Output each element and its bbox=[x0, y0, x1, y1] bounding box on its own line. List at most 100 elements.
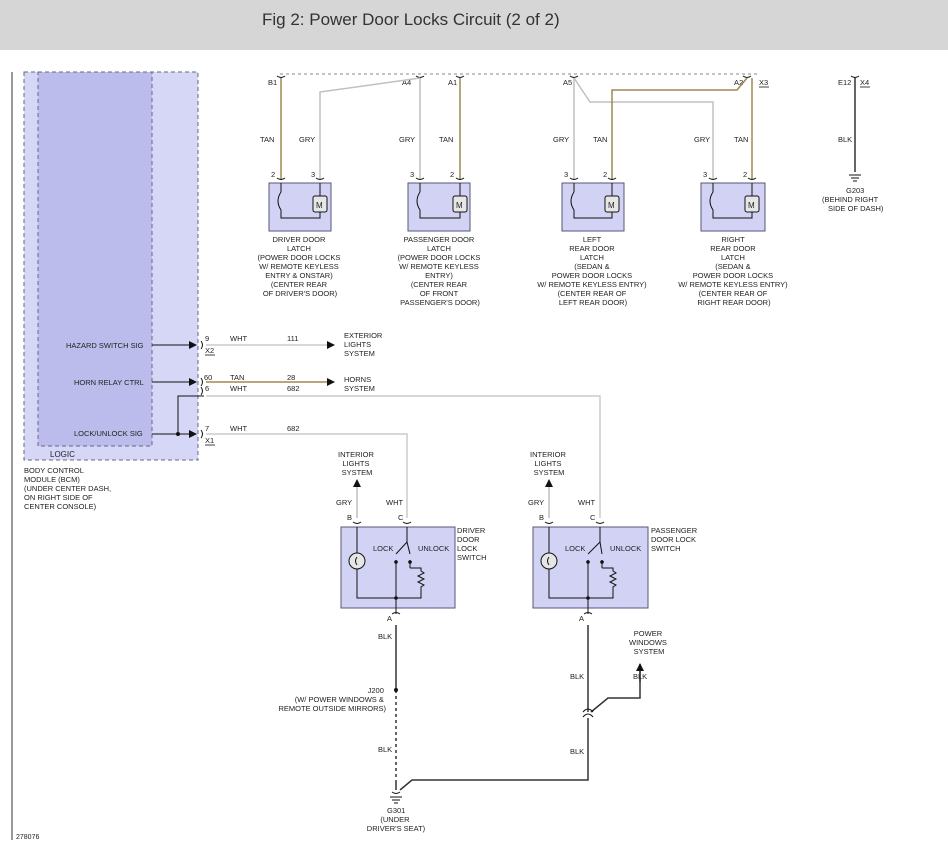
svg-text:BLK: BLK bbox=[838, 135, 852, 144]
svg-text:TAN: TAN bbox=[439, 135, 453, 144]
bcm-description: BODY CONTROL MODULE (BCM) (UNDER CENTER … bbox=[24, 466, 113, 511]
svg-text:TAN: TAN bbox=[230, 373, 244, 382]
driver-door-lock-switch-description: DRIVER DOOR LOCK SWITCH bbox=[457, 526, 487, 562]
passenger-door-lock-switch: B C LOCK UNLOCK A PASSENGER DOOR LOCK SW… bbox=[532, 513, 699, 623]
driver-door-lock-switch: B C LOCK UNLOCK A DRIVER DOOR LOCK SWITC… bbox=[340, 513, 487, 623]
svg-text:LOCK: LOCK bbox=[373, 544, 393, 553]
svg-text:60: 60 bbox=[204, 373, 212, 382]
ground-wire-labels: BLK BLK BLK BLK BLK bbox=[378, 632, 647, 756]
svg-text:A5: A5 bbox=[563, 78, 572, 87]
latch-motor-icon: M bbox=[748, 201, 755, 210]
svg-text:UNLOCK: UNLOCK bbox=[610, 544, 641, 553]
svg-text:BLK: BLK bbox=[378, 632, 392, 641]
svg-text:682: 682 bbox=[287, 384, 300, 393]
top-connector-marks bbox=[276, 75, 860, 78]
svg-text:B: B bbox=[539, 513, 544, 522]
svg-text:TAN: TAN bbox=[734, 135, 748, 144]
svg-text:TAN: TAN bbox=[593, 135, 607, 144]
latch-motor-icon: M bbox=[608, 201, 615, 210]
svg-text:A4: A4 bbox=[402, 78, 411, 87]
driver-door-latch-description: DRIVER DOOR LATCH (POWER DOOR LOCKS W/ R… bbox=[257, 235, 342, 298]
bcm-junction-dot bbox=[176, 432, 180, 436]
svg-text:GRY: GRY bbox=[336, 498, 352, 507]
svg-text:3: 3 bbox=[311, 170, 315, 179]
passenger-ground-connector bbox=[582, 708, 594, 718]
top-connector-labels: B1 A4 A1 A5 A2 X3 E12 X4 bbox=[268, 78, 870, 88]
interior-lights-driver: INTERIOR LIGHTS SYSTEM GRY WHT bbox=[336, 450, 403, 518]
svg-text:B: B bbox=[347, 513, 352, 522]
bcm-module: LOGIC BODY CONTROL MODULE (BCM) (UNDER C… bbox=[23, 71, 199, 511]
svg-text:BLK: BLK bbox=[378, 745, 392, 754]
interior-lights-passenger: INTERIOR LIGHTS SYSTEM GRY WHT bbox=[528, 450, 595, 518]
wire-682-passenger-switch bbox=[206, 395, 601, 518]
figure-header: Fig 2: Power Door Locks Circuit (2 of 2) bbox=[0, 0, 948, 50]
wire-682-driver-switch bbox=[206, 433, 408, 518]
svg-text:GRY: GRY bbox=[399, 135, 415, 144]
svg-text:9: 9 bbox=[205, 334, 209, 343]
horns-system-label: HORNS SYSTEM bbox=[344, 375, 375, 393]
bcm-logic-label: LOGIC bbox=[50, 450, 75, 459]
driver-door-latch: 2 3 M DRIVER DOOR LATCH (POWER DOOR LOCK… bbox=[257, 170, 342, 298]
svg-text:A: A bbox=[579, 614, 584, 623]
svg-text:WHT: WHT bbox=[386, 498, 403, 507]
figure-id: 278076 bbox=[16, 834, 39, 841]
svg-text:X1: X1 bbox=[205, 436, 214, 445]
splice-j200-label: J200 (W/ POWER WINDOWS & REMOTE OUTSIDE … bbox=[278, 686, 386, 713]
bcm-internal-lines bbox=[152, 341, 204, 438]
splice-j200-dot bbox=[394, 688, 398, 692]
svg-text:GRY: GRY bbox=[553, 135, 569, 144]
svg-text:111: 111 bbox=[287, 334, 298, 343]
svg-text:GRY: GRY bbox=[528, 498, 544, 507]
passenger-door-latch: 3 2 M PASSENGER DOOR LATCH (POWER DOOR L… bbox=[397, 170, 482, 307]
svg-text:B1: B1 bbox=[268, 78, 277, 87]
ground-g203: G203 (BEHIND RIGHT SIDE OF DASH) bbox=[822, 174, 884, 213]
svg-text:LOCK: LOCK bbox=[565, 544, 585, 553]
svg-text:BLK: BLK bbox=[570, 672, 584, 681]
ground-g203-label: G203 bbox=[846, 186, 864, 195]
latch-feed-wires bbox=[280, 77, 856, 180]
power-windows-system-label: POWER WINDOWS SYSTEM bbox=[629, 629, 669, 656]
ground-g301-label: G301 bbox=[387, 806, 405, 815]
latch-wire-color-labels: TAN GRY GRY TAN GRY TAN GRY TAN BLK bbox=[260, 135, 852, 144]
g301-connector-mark bbox=[391, 791, 401, 794]
signal-lock-unlock: LOCK/UNLOCK SIG bbox=[74, 429, 143, 438]
svg-text:2: 2 bbox=[603, 170, 607, 179]
svg-text:7: 7 bbox=[205, 424, 209, 433]
svg-text:UNLOCK: UNLOCK bbox=[418, 544, 449, 553]
svg-text:X2: X2 bbox=[205, 346, 214, 355]
svg-text:GRY: GRY bbox=[694, 135, 710, 144]
ground-g301-description: (UNDER DRIVER'S SEAT) bbox=[367, 815, 426, 833]
passenger-door-latch-description: PASSENGER DOOR LATCH (POWER DOOR LOCKS W… bbox=[397, 235, 482, 307]
svg-text:3: 3 bbox=[564, 170, 568, 179]
svg-text:WHT: WHT bbox=[230, 334, 247, 343]
exterior-lights-label: EXTERIOR LIGHTS SYSTEM bbox=[344, 331, 384, 358]
ground-g203-description: (BEHIND RIGHT SIDE OF DASH) bbox=[822, 195, 884, 213]
svg-text:6: 6 bbox=[205, 384, 209, 393]
bcm-connector-marks bbox=[200, 340, 203, 439]
right-rear-door-latch: 3 2 M RIGHT REAR DOOR LATCH (SEDAN & POW… bbox=[678, 170, 790, 307]
svg-text:TAN: TAN bbox=[260, 135, 274, 144]
svg-text:28: 28 bbox=[287, 373, 295, 382]
svg-text:X4: X4 bbox=[860, 78, 869, 87]
signal-horn-relay: HORN RELAY CTRL bbox=[74, 378, 144, 387]
svg-text:682: 682 bbox=[287, 424, 300, 433]
right-rear-door-latch-description: RIGHT REAR DOOR LATCH (SEDAN & POWER DOO… bbox=[678, 235, 790, 307]
svg-text:A2: A2 bbox=[734, 78, 743, 87]
svg-text:2: 2 bbox=[271, 170, 275, 179]
svg-text:WHT: WHT bbox=[230, 384, 247, 393]
passenger-door-lock-switch-description: PASSENGER DOOR LOCK SWITCH bbox=[651, 526, 699, 553]
svg-text:2: 2 bbox=[450, 170, 454, 179]
svg-text:GRY: GRY bbox=[299, 135, 315, 144]
svg-text:E12: E12 bbox=[838, 78, 851, 87]
svg-text:C: C bbox=[590, 513, 596, 522]
ground-wires bbox=[395, 625, 641, 791]
svg-text:3: 3 bbox=[410, 170, 414, 179]
bcm-logic-block bbox=[37, 71, 153, 447]
svg-text:INTERIOR LIGHTS SY: INTERIOR LIGHTS SYSTEM bbox=[338, 450, 376, 477]
latch-motor-icon: M bbox=[456, 201, 463, 210]
svg-text:WHT: WHT bbox=[578, 498, 595, 507]
left-rear-door-latch: 3 2 M LEFT REAR DOOR LATCH (SEDAN & POWE… bbox=[537, 170, 647, 307]
svg-text:X3: X3 bbox=[759, 78, 768, 87]
svg-text:BLK: BLK bbox=[633, 672, 647, 681]
